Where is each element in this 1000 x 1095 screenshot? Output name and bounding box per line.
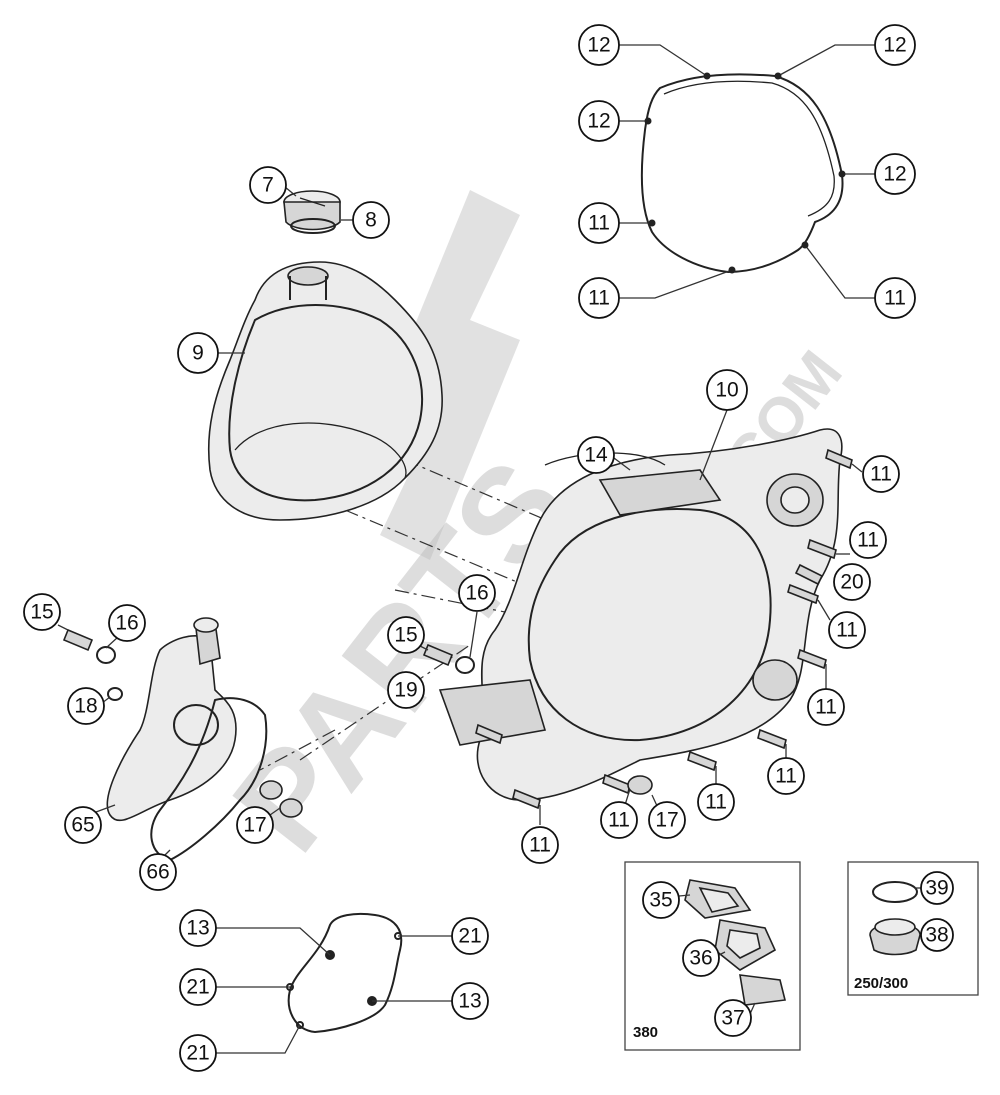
svg-text:16: 16 — [115, 612, 138, 635]
callout-37: 37 — [714, 999, 752, 1037]
inner-clutch-cover — [438, 409, 843, 801]
svg-text:15: 15 — [394, 624, 417, 647]
callout-11-cover-a: 11 — [862, 455, 900, 493]
oil-filler-plug — [283, 186, 353, 234]
water-pump-gasket — [216, 912, 454, 1054]
callout-11-cover-b: 11 — [849, 521, 887, 559]
callout-13-top: 13 — [179, 909, 217, 947]
callout-12-mid-right: 12 — [874, 153, 916, 195]
callout-36: 36 — [682, 939, 720, 977]
svg-text:17: 17 — [243, 814, 266, 837]
callout-16-cover: 16 — [458, 574, 496, 612]
svg-text:14: 14 — [584, 444, 608, 467]
svg-text:15: 15 — [30, 601, 53, 624]
callout-11-cover-e: 11 — [767, 757, 805, 795]
callout-9: 9 — [177, 332, 219, 374]
svg-text:35: 35 — [649, 889, 672, 912]
callout-12-mid-left: 12 — [578, 100, 620, 142]
callout-11-cover-d: 11 — [807, 688, 845, 726]
svg-text:12: 12 — [587, 110, 610, 133]
callout-66: 66 — [139, 853, 177, 891]
svg-text:11: 11 — [529, 834, 551, 857]
svg-text:65: 65 — [71, 814, 94, 837]
callout-10: 10 — [706, 369, 748, 411]
svg-text:11: 11 — [815, 696, 837, 719]
svg-text:20: 20 — [840, 571, 863, 594]
svg-text:12: 12 — [883, 163, 906, 186]
callout-17-cover: 17 — [648, 801, 686, 839]
gasket-leaders — [619, 44, 876, 299]
callout-11-gasket-bottom-right: 11 — [874, 277, 916, 319]
callout-21-left: 21 — [179, 968, 217, 1006]
callout-21-top: 21 — [451, 917, 489, 955]
callout-21-bottom: 21 — [179, 1034, 217, 1072]
svg-text:16: 16 — [465, 582, 488, 605]
svg-text:11: 11 — [775, 765, 797, 788]
svg-text:11: 11 — [884, 287, 906, 310]
svg-text:13: 13 — [186, 917, 209, 940]
water-pump-cover — [95, 617, 268, 861]
callout-11-cover-f: 11 — [697, 783, 735, 821]
svg-text:21: 21 — [186, 1042, 209, 1065]
callout-20: 20 — [833, 563, 871, 601]
svg-text:11: 11 — [588, 287, 610, 310]
svg-text:17: 17 — [655, 809, 678, 832]
callout-15-cover: 15 — [387, 616, 425, 654]
callout-11-cover-h: 11 — [521, 826, 559, 864]
callout-15-left: 15 — [23, 593, 61, 631]
callout-38: 38 — [920, 918, 954, 952]
callout-13-right: 13 — [451, 982, 489, 1020]
svg-text:11: 11 — [870, 463, 892, 486]
svg-text:11: 11 — [836, 619, 858, 642]
box-250-300-label: 250/300 — [854, 975, 908, 992]
outer-clutch-cover — [207, 261, 443, 521]
svg-text:36: 36 — [689, 947, 712, 970]
svg-text:21: 21 — [186, 976, 209, 999]
svg-text:66: 66 — [146, 861, 169, 884]
callout-39: 39 — [920, 871, 954, 905]
svg-text:39: 39 — [925, 877, 948, 900]
svg-text:11: 11 — [608, 809, 630, 832]
svg-text:10: 10 — [715, 379, 738, 402]
callout-65: 65 — [64, 806, 102, 844]
callout-11-gasket-bottom-left: 11 — [578, 277, 620, 319]
svg-text:12: 12 — [883, 34, 906, 57]
clutch-cover-gasket — [640, 73, 844, 273]
svg-text:8: 8 — [365, 209, 377, 232]
svg-text:11: 11 — [705, 791, 727, 814]
callout-11-cover-g: 11 — [600, 801, 638, 839]
svg-text:38: 38 — [925, 924, 948, 947]
callout-14: 14 — [577, 436, 615, 474]
svg-text:7: 7 — [262, 174, 274, 197]
callout-18: 18 — [67, 687, 105, 725]
svg-text:11: 11 — [857, 529, 879, 552]
cover-bolts — [475, 448, 863, 825]
sleeves — [259, 775, 659, 818]
callout-35: 35 — [642, 881, 680, 919]
callout-17-left: 17 — [236, 806, 274, 844]
svg-text:18: 18 — [74, 695, 97, 718]
svg-text:19: 19 — [394, 679, 417, 702]
callout-8: 8 — [352, 201, 390, 239]
callout-12-top-left: 12 — [578, 24, 620, 66]
callout-19: 19 — [387, 671, 425, 709]
callout-12-top-right: 12 — [874, 24, 916, 66]
svg-text:12: 12 — [587, 34, 610, 57]
variant-box-250-300: 250/300 — [847, 861, 979, 996]
svg-text:21: 21 — [458, 925, 481, 948]
svg-text:11: 11 — [588, 212, 610, 235]
callout-11-gasket-left: 11 — [578, 202, 620, 244]
svg-text:13: 13 — [458, 990, 481, 1013]
box-380-label: 380 — [633, 1024, 658, 1041]
callout-16-left: 16 — [108, 604, 146, 642]
callout-7: 7 — [249, 166, 287, 204]
dowel-pin — [794, 563, 824, 586]
svg-text:37: 37 — [721, 1007, 744, 1030]
svg-text:9: 9 — [192, 342, 204, 365]
callout-11-cover-c: 11 — [828, 611, 866, 649]
